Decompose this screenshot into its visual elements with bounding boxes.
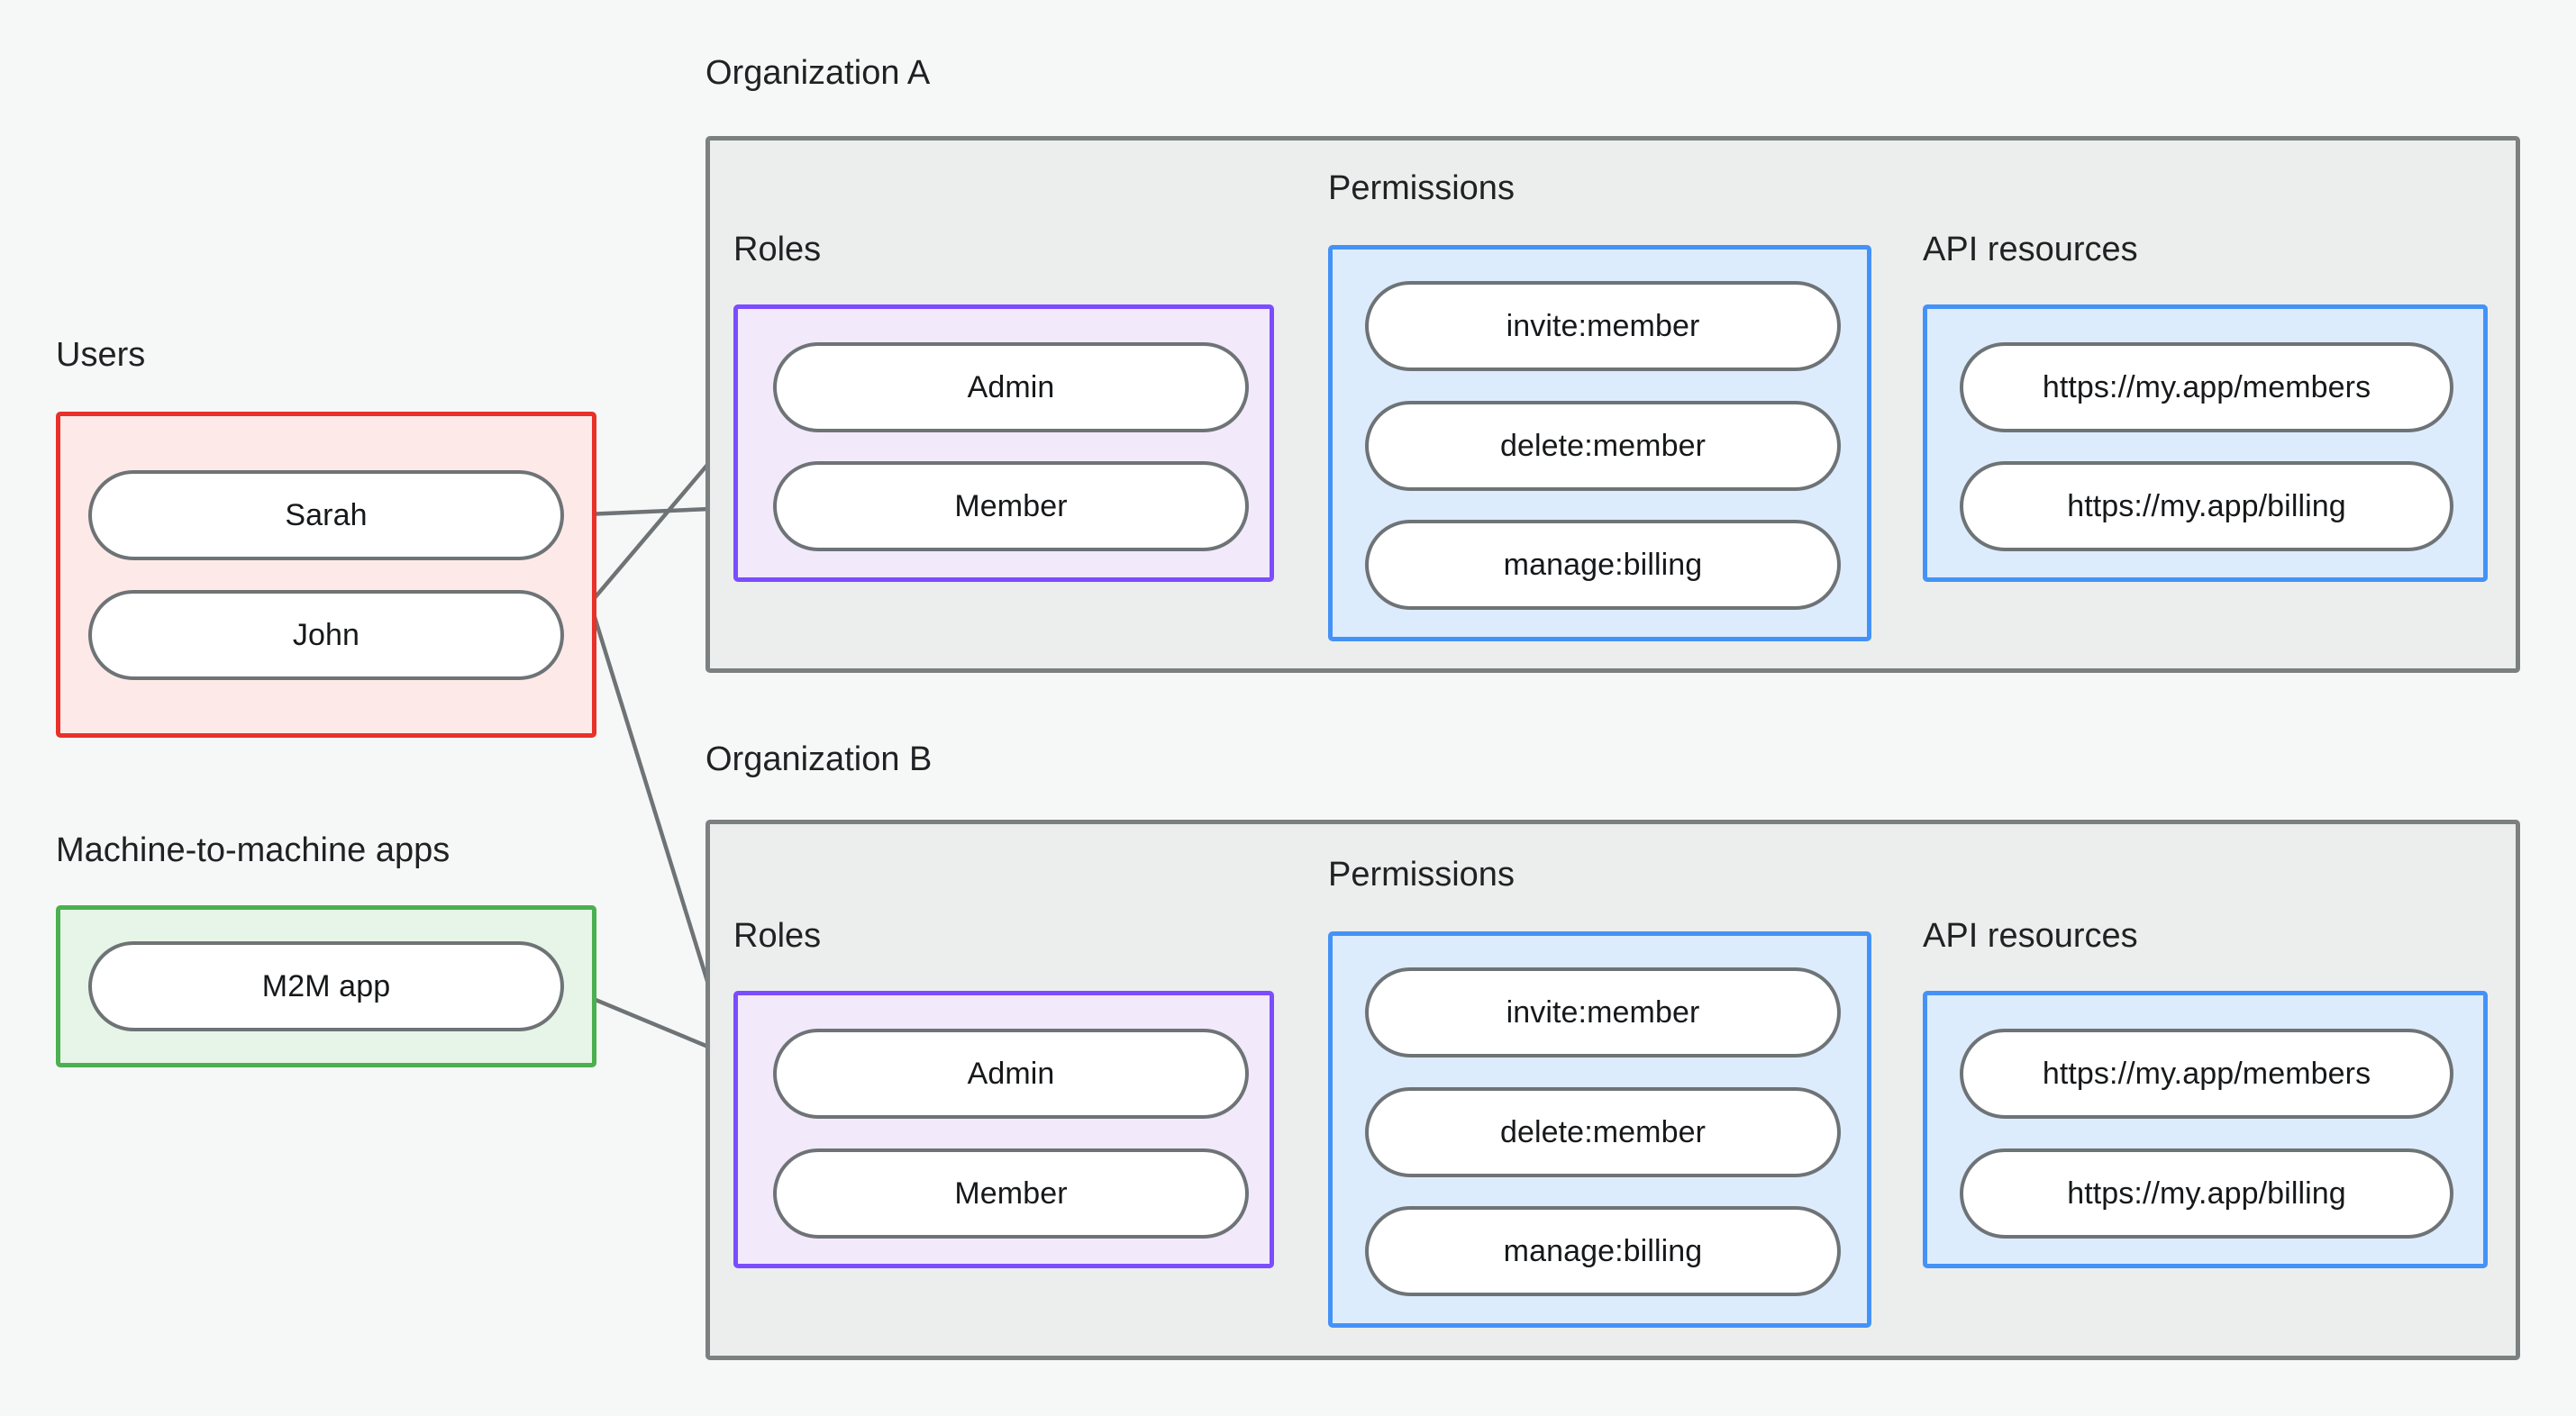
- m2m-group-label: Machine-to-machine apps: [56, 831, 451, 869]
- org-b-label: Organization B: [705, 740, 933, 778]
- org-b-role-admin[interactable]: Admin: [773, 1029, 1249, 1119]
- org-a-roles-label: Roles: [733, 231, 822, 268]
- org-a-role-member[interactable]: Member: [773, 461, 1249, 551]
- org-b-permission-delete-member[interactable]: delete:member: [1365, 1087, 1841, 1177]
- org-a-permission-delete-member[interactable]: delete:member: [1365, 401, 1841, 491]
- user-node-sarah[interactable]: Sarah: [88, 470, 564, 560]
- org-a-permissions-label: Permissions: [1328, 169, 1515, 207]
- org-b-roles-label: Roles: [733, 917, 822, 955]
- org-a-permission-manage-billing[interactable]: manage:billing: [1365, 520, 1841, 610]
- org-b-permission-manage-billing[interactable]: manage:billing: [1365, 1206, 1841, 1296]
- org-b-permissions-label: Permissions: [1328, 856, 1515, 894]
- org-a-api-members[interactable]: https://my.app/members: [1960, 342, 2453, 432]
- org-b-role-member[interactable]: Member: [773, 1148, 1249, 1239]
- org-b-permission-invite-member[interactable]: invite:member: [1365, 967, 1841, 1057]
- org-a-role-admin[interactable]: Admin: [773, 342, 1249, 432]
- org-b-api-members[interactable]: https://my.app/members: [1960, 1029, 2453, 1119]
- org-a-label: Organization A: [705, 54, 931, 92]
- org-b-api-label: API resources: [1923, 917, 2138, 955]
- org-b-api-billing[interactable]: https://my.app/billing: [1960, 1148, 2453, 1239]
- org-a-api-billing[interactable]: https://my.app/billing: [1960, 461, 2453, 551]
- m2m-node-app[interactable]: M2M app: [88, 941, 564, 1031]
- users-group-label: Users: [56, 336, 146, 374]
- users-group-box: [56, 412, 596, 738]
- org-a-api-label: API resources: [1923, 231, 2138, 268]
- user-node-john[interactable]: John: [88, 590, 564, 680]
- org-a-permission-invite-member[interactable]: invite:member: [1365, 281, 1841, 371]
